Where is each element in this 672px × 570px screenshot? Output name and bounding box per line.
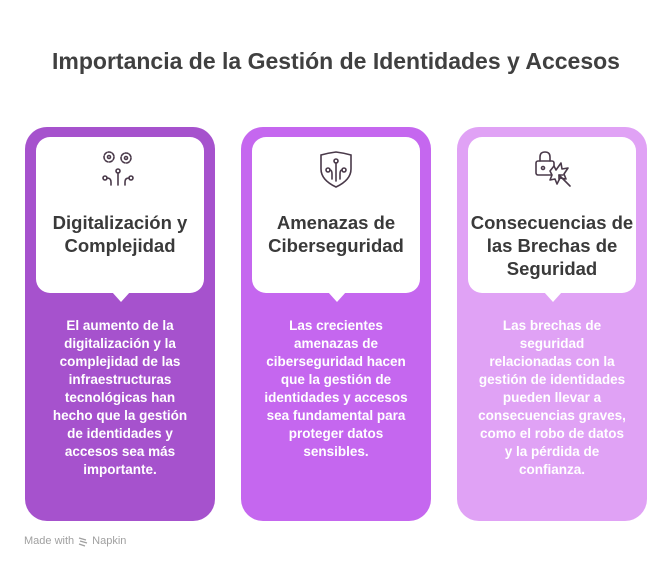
card-heading: Consecuencias de las Brechas de Segurida… (470, 212, 634, 279)
card-digitalizacion: Digitalización y Complejidad El aumento … (25, 127, 215, 521)
lock-breach-icon (535, 151, 571, 187)
card-consecuencias: Consecuencias de las Brechas de Segurida… (457, 127, 647, 521)
gears-circuit-icon (102, 151, 134, 186)
card-body: El aumento de la digitalización y la com… (52, 318, 188, 477)
card-heading: Digitalización y Complejidad (52, 212, 188, 256)
brand-label: Napkin (92, 535, 127, 547)
card-header-box: Digitalización y Complejidad (36, 137, 204, 302)
card-header-box: Amenazas de Ciberseguridad (252, 137, 420, 302)
shield-circuit-icon (320, 151, 352, 188)
card-heading: Amenazas de Ciberseguridad (268, 212, 404, 256)
card-header-box: Consecuencias de las Brechas de Segurida… (468, 137, 636, 302)
card-amenazas: Amenazas de Ciberseguridad Las creciente… (241, 127, 431, 521)
footer-attribution: Made with Napkin (24, 535, 126, 547)
page-title: Importancia de la Gestión de Identidades… (52, 48, 620, 74)
made-with-label: Made with (24, 535, 75, 547)
card-body: Las crecientes amenazas de cibersegurida… (264, 318, 408, 459)
card-body: Las brechas de seguridad relacionadas co… (478, 318, 626, 477)
napkin-logo-icon (78, 536, 88, 547)
